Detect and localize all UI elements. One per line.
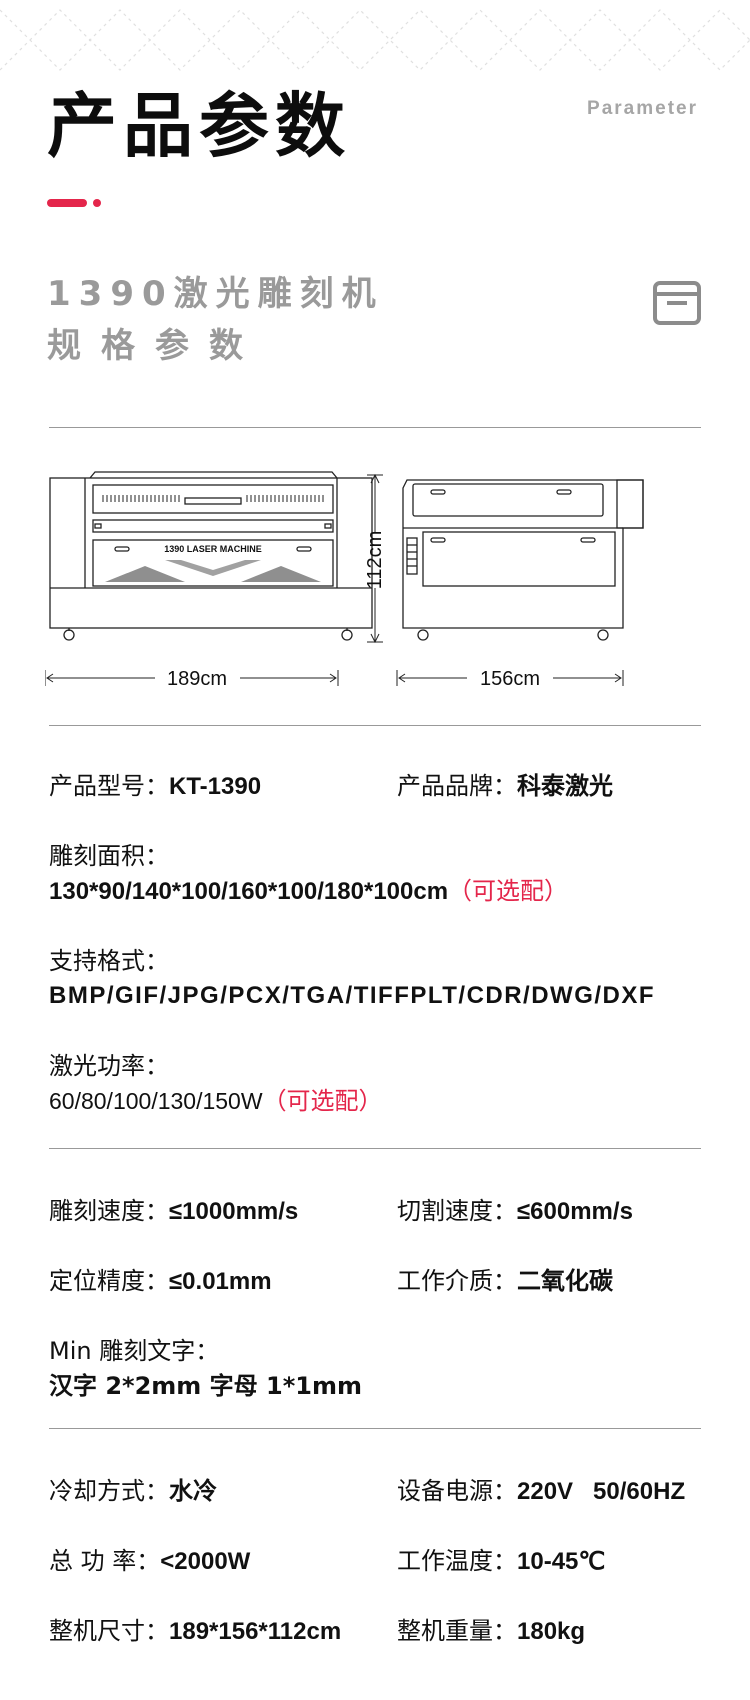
- spec-power: 60/80/100/130/150W（可选配）: [49, 1085, 383, 1117]
- divider: [49, 1148, 701, 1149]
- spec-value: 180kg: [517, 1618, 586, 1645]
- spec-value: 10-45℃: [517, 1548, 606, 1575]
- spec-value: 60/80/100/130/150W: [49, 1088, 263, 1114]
- section-subtitle: 1390激光雕刻机: [47, 274, 384, 314]
- spec-value: ≤600mm/s: [517, 1198, 633, 1225]
- spec-value: 水冷: [169, 1477, 217, 1505]
- machine-drawing: 1390 LASER MACHINE 112cm 1: [45, 471, 644, 690]
- spec-min-text-label: Min 雕刻文字：: [49, 1337, 220, 1365]
- spec-temperature: 工作温度：10-45℃: [397, 1545, 605, 1578]
- spec-label: 雕刻速度：: [49, 1197, 169, 1225]
- spec-value: 二氧化碳: [517, 1267, 613, 1295]
- decorative-pattern: [0, 9, 750, 71]
- spec-value: 220V 50/60HZ: [517, 1478, 686, 1505]
- spec-medium: 工作介质：二氧化碳: [397, 1265, 613, 1297]
- spec-value: KT-1390: [169, 773, 262, 800]
- spec-cooling: 冷却方式：水冷: [49, 1475, 217, 1507]
- spec-format-label: 支持格式：: [49, 947, 169, 975]
- spec-precision: 定位精度：≤0.01mm: [49, 1265, 272, 1298]
- spec-label: 产品品牌：: [397, 772, 517, 800]
- spec-value: ≤1000mm/s: [169, 1198, 299, 1225]
- spec-label: 设备电源：: [397, 1477, 517, 1505]
- spec-weight: 整机重量：180kg: [397, 1615, 585, 1648]
- page-title: 产品参数: [47, 85, 351, 167]
- spec-min-text-value: 汉字 2*2mm 字母 1*1mm: [49, 1372, 362, 1400]
- spec-label: 产品型号：: [49, 772, 169, 800]
- spec-total-power: 总 功 率：<2000W: [49, 1545, 250, 1578]
- spec-size: 整机尺寸：189*156*112cm: [49, 1615, 341, 1648]
- machine-label: 1390 LASER MACHINE: [164, 544, 262, 554]
- spec-value: 科泰激光: [517, 772, 613, 800]
- divider: [49, 1428, 701, 1429]
- accent-dot: [93, 199, 101, 207]
- spec-power-supply: 设备电源：220V 50/60HZ: [397, 1475, 685, 1508]
- height-dimension: 112cm: [364, 531, 386, 590]
- spec-value: 189*156*112cm: [169, 1618, 342, 1645]
- divider: [49, 725, 701, 726]
- spec-brand: 产品品牌：科泰激光: [397, 770, 613, 802]
- spec-cut-speed: 切割速度：≤600mm/s: [397, 1195, 633, 1228]
- optional-note: （可选配）: [262, 1087, 383, 1115]
- divider: [49, 427, 701, 428]
- spec-model: 产品型号：KT-1390: [49, 770, 261, 803]
- spec-format-value: BMP/GIF/JPG/PCX/TGA/TIFFPLT/CDR/DWG/DXF: [49, 982, 656, 1009]
- section-subtitle-2: 规格参数: [47, 326, 263, 366]
- spec-label: 工作温度：: [397, 1547, 517, 1575]
- spec-label: 冷却方式：: [49, 1477, 169, 1505]
- front-width-dimension: 189cm: [167, 668, 227, 690]
- archive-box-icon: [653, 281, 701, 325]
- spec-value: ≤0.01mm: [169, 1268, 272, 1295]
- spec-label: 整机尺寸：: [49, 1617, 169, 1645]
- spec-power-label: 激光功率：: [49, 1052, 169, 1080]
- spec-area: 130*90/140*100/160*100/180*100cm（可选配）: [49, 875, 568, 908]
- side-depth-dimension: 156cm: [480, 668, 540, 690]
- spec-area-label: 雕刻面积：: [49, 842, 169, 870]
- spec-engrave-speed: 雕刻速度：≤1000mm/s: [49, 1195, 298, 1228]
- spec-label: 工作介质：: [397, 1267, 517, 1295]
- spec-label: 整机重量：: [397, 1617, 517, 1645]
- optional-note: （可选配）: [448, 877, 569, 905]
- spec-label: 定位精度：: [49, 1267, 169, 1295]
- accent-bar: [47, 199, 87, 207]
- page-title-en: Parameter: [587, 98, 698, 119]
- spec-value: 130*90/140*100/160*100/180*100cm: [49, 878, 449, 905]
- spec-label: 切割速度：: [397, 1197, 517, 1225]
- spec-value: <2000W: [160, 1548, 251, 1575]
- spec-label: 总 功 率：: [49, 1547, 161, 1575]
